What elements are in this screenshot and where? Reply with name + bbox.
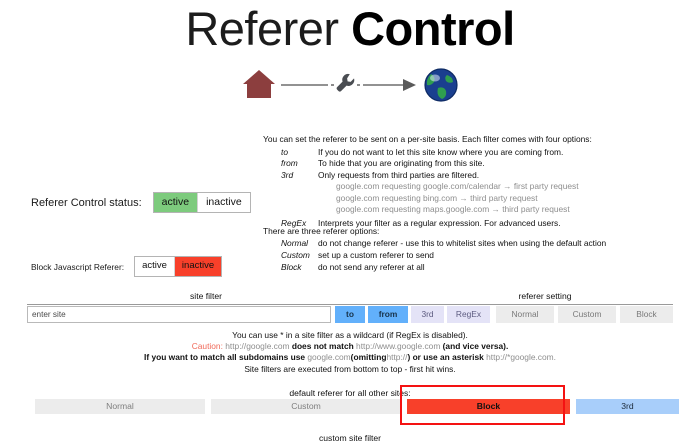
option-term-to: to <box>281 146 288 157</box>
title-word-referer: Referer <box>185 2 339 55</box>
option-row-regex: RegEx Interprets your filter as a regula… <box>263 218 693 230</box>
note2-mid: does not match <box>291 341 354 352</box>
default-button-block[interactable]: Block <box>407 399 570 414</box>
default-button-custom[interactable]: Custom <box>211 399 401 414</box>
default-referer-buttons: Normal Custom Block 3rd <box>35 399 679 414</box>
referer-options-block: There are three referer options: Normal … <box>263 226 693 274</box>
referer-control-status-row: Referer Control status: active inactive <box>31 192 251 213</box>
note1-a: You can use <box>232 330 281 340</box>
block-js-active-button[interactable]: active <box>135 257 174 276</box>
filter-row: to from 3rd RegEx Normal Custom Block <box>27 306 673 323</box>
filter-button-from[interactable]: from <box>368 306 408 323</box>
referer-term-custom: Custom <box>281 249 310 260</box>
option-desc-from: To hide that you are originating from th… <box>318 158 485 169</box>
referer-desc-normal: do not change referer - use this to whit… <box>318 237 607 248</box>
filter-button-to[interactable]: to <box>335 306 365 323</box>
note3-url1: google.com <box>307 352 351 363</box>
bottom-section-label: custom site filter <box>318 433 382 443</box>
globe-icon <box>424 68 458 102</box>
option-term-regex: RegEx <box>281 217 307 228</box>
help-notes: You can use * in a site filter as a wild… <box>0 330 700 375</box>
block-javascript-referer-toggle[interactable]: active inactive <box>134 256 223 277</box>
example-line-2: google.com requesting bing.com → third p… <box>336 192 538 203</box>
filter-table-headers: site filter referer setting <box>27 291 673 304</box>
site-filter-header: site filter <box>190 291 222 301</box>
note-line-2: Caution: http://google.com does not matc… <box>0 341 700 352</box>
option-term-3rd: 3rd <box>281 169 294 180</box>
referer-desc-custom: set up a custom referer to send <box>318 249 434 260</box>
filter-table-divider <box>27 304 673 305</box>
referer-option-normal: Normal do not change referer - use this … <box>263 238 693 250</box>
caution-label: Caution: <box>191 341 223 352</box>
note2-url1: http://google.com <box>225 341 290 352</box>
note-line-1: You can use * in a site filter as a wild… <box>0 330 700 341</box>
home-icon <box>243 70 275 98</box>
flow-diagram <box>243 68 458 102</box>
example-line-3: google.com requesting maps.google.com → … <box>336 204 570 215</box>
note3-b: (omitting <box>350 352 387 363</box>
explanation-lead: You can set the referer to be sent on a … <box>263 134 592 144</box>
note3-a: If you want to match all subdomains use <box>144 352 306 363</box>
site-filter-input[interactable] <box>27 306 331 323</box>
referer-control-status-label: Referer Control status: <box>31 196 142 209</box>
block-js-inactive-button[interactable]: inactive <box>173 257 222 276</box>
default-button-3rd[interactable]: 3rd <box>576 399 679 414</box>
explanation-block: You can set the referer to be sent on a … <box>263 134 693 229</box>
default-button-normal[interactable]: Normal <box>35 399 205 414</box>
referer-term-block: Block <box>281 261 302 272</box>
option-row-from: from To hide that you are originating fr… <box>263 158 693 170</box>
option-row-to: to If you do not want to let this site k… <box>263 147 693 159</box>
referer-desc-block: do not send any referer at all <box>318 261 425 272</box>
referer-option-block: Block do not send any referer at all <box>263 262 693 274</box>
option-term-from: from <box>281 158 298 169</box>
example-line-1: google.com requesting google.com/calenda… <box>336 181 579 192</box>
note1-b: in a site filter as a wildcard (if RegEx… <box>283 330 468 340</box>
note2-end: (and vice versa). <box>442 341 509 352</box>
filter-button-regex[interactable]: RegEx <box>447 306 490 323</box>
referer-option-custom: Custom set up a custom referer to send <box>263 250 693 262</box>
note-line-3: If you want to match all subdomains use … <box>0 352 700 363</box>
option-desc-to: If you do not want to let this site know… <box>318 146 564 157</box>
referer-options-lead: There are three referer options: <box>263 226 380 236</box>
note3-url3: http://*google.com. <box>486 352 556 363</box>
page-title: Referer Control <box>0 2 700 56</box>
referer-control-status-toggle[interactable]: active inactive <box>152 192 251 213</box>
block-javascript-referer-row: Block Javascript Referer: active inactiv… <box>31 256 223 277</box>
note3-url2: http:// <box>386 352 408 363</box>
note-line-4: Site filters are executed from bottom to… <box>244 363 456 374</box>
referer-term-normal: Normal <box>281 237 308 248</box>
note3-c: ) or use an asterisk <box>407 352 484 363</box>
setting-button-normal[interactable]: Normal <box>496 306 554 323</box>
referer-setting-header: referer setting <box>518 291 572 301</box>
wrench-icon <box>336 73 355 92</box>
title-word-control: Control <box>351 2 515 55</box>
filter-button-3rd[interactable]: 3rd <box>411 306 444 323</box>
option-desc-regex: Interprets your filter as a regular expr… <box>318 217 561 228</box>
referer-control-inactive-button[interactable]: inactive <box>197 193 250 212</box>
default-referer-label: default referer for all other sites: <box>289 388 411 398</box>
option-desc-3rd: Only requests from third parties are fil… <box>318 169 480 180</box>
option-row-3rd: 3rd Only requests from third parties are… <box>263 170 693 182</box>
referer-control-active-button[interactable]: active <box>153 193 198 212</box>
note1-wildcard: * <box>280 330 284 340</box>
note2-url2: http://www.google.com <box>356 341 441 352</box>
page-header: Referer Control <box>0 0 700 110</box>
block-javascript-referer-label: Block Javascript Referer: <box>31 261 125 272</box>
setting-button-block[interactable]: Block <box>620 306 673 323</box>
setting-button-custom[interactable]: Custom <box>558 306 616 323</box>
